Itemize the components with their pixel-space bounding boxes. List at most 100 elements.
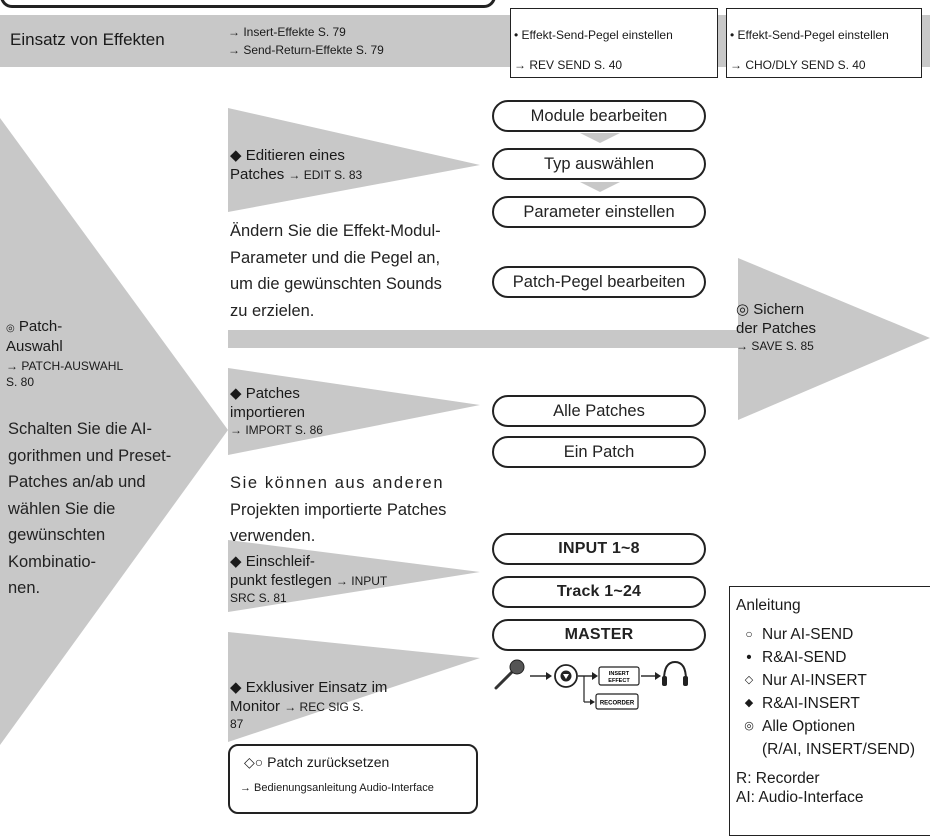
option-ein-patch: Ein Patch — [492, 436, 706, 468]
legend-symbol: ○ — [745, 627, 753, 641]
insert-effect-line1: INSERT — [609, 671, 630, 677]
import-body-line: Sie können aus anderen — [230, 474, 445, 492]
option-master: MASTER — [492, 619, 706, 651]
reset-title: ◇○ Patch zurücksetzen — [244, 754, 390, 770]
legend-label: R&AI-SEND — [762, 649, 847, 666]
save-band — [228, 330, 748, 348]
effects-ref-insert: → Insert-Effekte S. 79 — [228, 25, 346, 39]
rev-send-box: • Effekt-Send-Pegel einstellen → REV SEN… — [510, 8, 718, 78]
monitor-title1: ◆ Exklusiver Einsatz im — [230, 679, 388, 696]
edit-ref: → EDIT S. 83 — [288, 168, 363, 182]
patch-auswahl-body-line: Patches an/ab und — [8, 473, 146, 491]
recorder-label: RECORDER — [600, 701, 635, 707]
cho-dly-line2: → CHO/DLY SEND S. 40 — [730, 58, 866, 72]
edit-title2: Patches — [230, 166, 285, 183]
patch-auswahl-body-line: gorithmen und Preset- — [8, 446, 172, 465]
patch-pegel-bearbeiten: Patch-Pegel bearbeiten — [492, 266, 706, 298]
step-parameter-einstellen: Parameter einstellen — [492, 196, 706, 228]
import-arrow — [228, 368, 480, 455]
legend-item: ◎ Alle Optionen (R/AI, INSERT/SEND) — [736, 715, 930, 761]
arrow-right-icon — [530, 672, 552, 680]
save-arrow — [738, 258, 930, 420]
monitor-ref1: → REC SIG S. — [284, 700, 364, 714]
patch-auswahl-body-line: Kombinatio- — [8, 552, 97, 571]
monitor-ref2: 87 — [230, 717, 244, 731]
option-track-1-24: Track 1~24 — [492, 576, 706, 608]
legend-label: Alle Optionen — [762, 718, 856, 735]
save-ref: → SAVE S. 85 — [736, 339, 814, 353]
edit-title1: ◆ Editieren eines — [230, 147, 345, 164]
einschleif-label: ◆ Einschleif- punkt festlegen → INPUT SR… — [230, 552, 430, 606]
edit-arrow — [228, 108, 480, 212]
headphones-icon — [662, 660, 688, 686]
einschleif-ref2: SRC S. 81 — [230, 591, 287, 605]
insert-effect-line2: EFFECT — [608, 678, 630, 684]
patch-auswahl-body-line: nen. — [8, 579, 41, 597]
legend-footer-ai: AI: Audio-Interface — [736, 789, 864, 806]
legend-footer-recorder: R: Recorder — [736, 770, 820, 787]
reset-box: ◇○ Patch zurücksetzen → Bedienungsanleit… — [228, 744, 478, 814]
patch-auswahl-body: Schalten Sie die AI- gorithmen und Prese… — [8, 416, 183, 602]
legend-item: ◆ R&AI-INSERT — [736, 692, 930, 715]
monitor-title2: Monitor — [230, 698, 281, 715]
patch-auswahl-ref2: S. 80 — [6, 375, 35, 389]
patch-auswahl-body-line: Schalten Sie die AI- — [8, 420, 153, 438]
edit-body-line: um die gewünschten Sounds — [230, 275, 442, 293]
patch-auswahl-body-line: gewünschten — [8, 526, 106, 544]
import-ref: → IMPORT S. 86 — [230, 423, 323, 437]
einschleif-ref1: → INPUT — [335, 574, 388, 588]
monitor-label: ◆ Exklusiver Einsatz im Monitor → REC SI… — [230, 678, 430, 732]
legend-label: Nur AI-SEND — [762, 626, 854, 643]
einschleif-title2: punkt festlegen — [230, 572, 332, 589]
legend-item: ◇ Nur AI-INSERT — [736, 669, 930, 692]
legend-symbol: ◆ — [744, 697, 754, 709]
microphone-icon — [494, 659, 525, 690]
signal-chain: INSERT EFFECT RECORDER — [494, 659, 688, 710]
step-arrow-2 — [580, 182, 620, 192]
arrow-right-icon — [641, 672, 661, 680]
option-alle-patches: Alle Patches — [492, 395, 706, 427]
einschleif-title1: ◆ Einschleif- — [230, 553, 315, 570]
patch-auswahl-body-line: wählen Sie die — [8, 499, 116, 518]
effects-ref-send: → Send-Return-Effekte S. 79 — [228, 43, 384, 57]
option-input-1-8: INPUT 1~8 — [492, 533, 706, 565]
patch-auswahl-title1: Patch- — [18, 318, 63, 335]
legend-symbol: • — [746, 649, 752, 666]
edit-label: ◆ Editieren eines Patches → EDIT S. 83 — [230, 146, 362, 184]
import-title2: importieren — [230, 404, 306, 421]
legend-symbol: ◎ — [744, 720, 754, 732]
save-title1: ◎ Sichern — [736, 301, 805, 318]
patch-auswahl-ref1: → PATCH-AUSWAHL — [6, 359, 124, 373]
edit-body-line: zu erzielen. — [230, 301, 315, 320]
legend-title: Anleitung — [736, 597, 801, 614]
legend-item: ○ Nur AI-SEND — [736, 623, 930, 646]
import-body-line: Projekten importierte Patches — [230, 500, 447, 519]
reset-ref: → Bedienungsanleitung Audio-Interface — [240, 782, 434, 794]
legend-item: • R&AI-SEND — [736, 646, 930, 669]
legend-box: Anleitung ○ Nur AI-SEND • R&AI-SEND ◇ Nu… — [729, 586, 930, 836]
edit-body-line: Ändern Sie die Effekt-Modul- — [230, 222, 441, 240]
cho-dly-send-box: • Effekt-Send-Pegel einstellen → CHO/DLY… — [726, 8, 922, 78]
legend-label: Nur AI-INSERT — [762, 672, 867, 689]
cho-dly-line1: • Effekt-Send-Pegel einstellen — [730, 28, 889, 42]
insert-effect-box: INSERT EFFECT — [598, 666, 640, 686]
legend-label-line2: (R/AI, INSERT/SEND) — [762, 741, 916, 758]
save-label: ◎ Sichern der Patches → SAVE S. 85 — [736, 300, 816, 354]
all-options-symbol: ◎ — [6, 323, 15, 334]
effects-title: Einsatz von Effekten — [10, 30, 165, 49]
import-body: Sie können aus anderen Projekten importi… — [230, 470, 490, 550]
step-typ-auswaehlen: Typ auswählen — [492, 148, 706, 180]
patch-auswahl-label: ◎ Patch- Auswahl → PATCH-AUSWAHL S. 80 — [6, 318, 123, 390]
arrow-right-icon — [578, 672, 598, 705]
legend-symbol: ◇ — [744, 674, 754, 686]
rev-send-line1: • Effekt-Send-Pegel einstellen — [514, 28, 673, 42]
edit-body-line: Parameter und die Pegel an, — [230, 248, 441, 267]
legend-label: R&AI-INSERT — [762, 695, 860, 712]
import-body-line: verwenden. — [230, 527, 316, 545]
recorder-box: RECORDER — [595, 693, 639, 710]
edit-body: Ändern Sie die Effekt-Modul- Parameter u… — [230, 218, 490, 324]
save-title2: der Patches — [736, 320, 817, 337]
patch-auswahl-title2: Auswahl — [6, 338, 63, 355]
import-label: ◆ Patches importieren → IMPORT S. 86 — [230, 384, 323, 438]
